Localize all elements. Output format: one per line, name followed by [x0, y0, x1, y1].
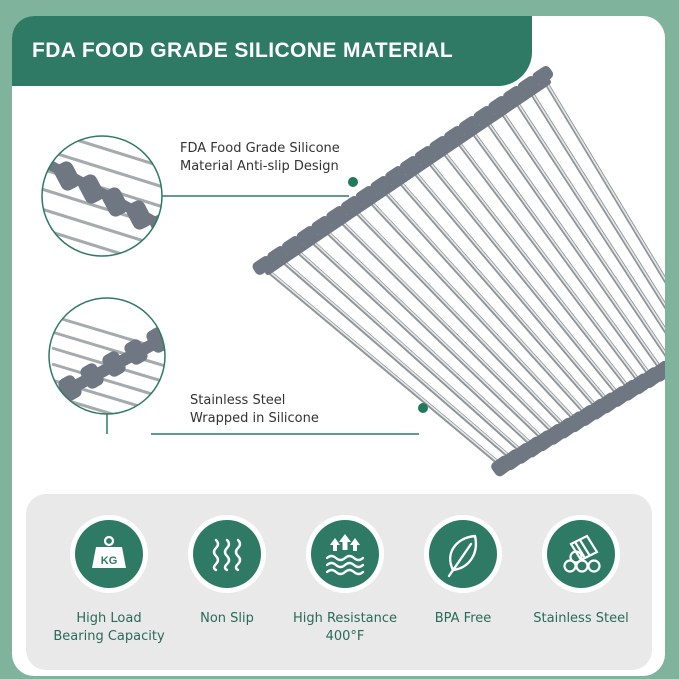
- zoom-rod: [51, 330, 165, 370]
- steel-rod-highlight: [526, 84, 665, 307]
- steel-rod: [525, 83, 665, 310]
- non-slip-waves-icon: [188, 515, 266, 593]
- steel-rod-highlight: [452, 134, 642, 384]
- zoom-rod: [42, 204, 162, 256]
- banner-title: FDA FOOD GRADE SILICONE MATERIAL: [32, 39, 454, 62]
- silicone-cap: [267, 245, 288, 265]
- zoom-steel-detail: [48, 297, 428, 435]
- callout-steel: Stainless Steel Wrapped in Silicone: [190, 392, 319, 428]
- steel-rod-highlight: [393, 174, 599, 410]
- feature-stainless-steel: Stainless Steel: [526, 494, 636, 670]
- silicone-cap: [296, 225, 318, 245]
- silicone-cap: [414, 145, 436, 165]
- steel-rod-highlight: [438, 144, 632, 391]
- silicone-cap: [488, 95, 509, 115]
- steel-rod-highlight: [334, 214, 557, 435]
- silicone-cap: [326, 205, 347, 225]
- silicone-cap: [340, 195, 362, 215]
- feature-label: High Resistance 400°F: [292, 611, 398, 644]
- feature-non-slip: Non Slip: [172, 494, 282, 670]
- callout-line: Material Anti-slip Design: [180, 159, 339, 174]
- steel-rod-highlight: [320, 224, 546, 441]
- roll-up-dish-rack: [252, 65, 665, 477]
- feature-label: High Load Bearing Capacity: [53, 611, 165, 644]
- zoom-cap: [126, 200, 152, 230]
- silicone-cap: [399, 155, 421, 175]
- steel-rod-highlight: [408, 164, 610, 403]
- steel-rod-highlight: [364, 194, 578, 422]
- feature-label: Non Slip: [200, 611, 254, 626]
- callout-dot: [418, 403, 428, 413]
- heat-resistance-icon: [306, 515, 384, 593]
- leaf-icon: [424, 515, 502, 593]
- zoom-rod: [42, 224, 162, 256]
- silicone-cap: [473, 105, 495, 125]
- steel-rod-highlight: [496, 104, 665, 354]
- silicone-cap: [252, 255, 274, 275]
- weight-kg-icon: KG: [70, 515, 148, 593]
- steel-rod-highlight: [467, 124, 653, 378]
- zoom-cap: [124, 339, 148, 365]
- steel-rods-icon: [542, 515, 620, 593]
- steel-rod-highlight: [290, 244, 525, 454]
- silicone-cap: [458, 115, 480, 135]
- zoom-rod: [42, 136, 162, 178]
- silicone-strip: [265, 79, 551, 275]
- callout-line: FDA Food Grade Silicone: [180, 141, 340, 156]
- silicone-cap: [651, 360, 665, 382]
- silicone-cap: [532, 65, 554, 85]
- header-banner: FDA FOOD GRADE SILICONE MATERIAL: [12, 16, 532, 86]
- callout-dot: [348, 177, 358, 187]
- product-card: FDA FOOD GRADE SILICONE MATERIAL: [12, 16, 665, 676]
- zoom-cap: [54, 161, 80, 191]
- steel-rod-highlight: [482, 114, 664, 372]
- silicone-cap: [444, 125, 465, 145]
- feature-high-resistance: High Resistance 400°F: [290, 494, 400, 670]
- silicone-cap: [355, 185, 377, 205]
- silicone-cap: [385, 165, 406, 185]
- steel-rod-highlight: [305, 234, 535, 448]
- steel-rod-highlight: [423, 154, 621, 397]
- steel-rod-highlight: [511, 94, 665, 331]
- steel-rod-highlight: [275, 254, 514, 460]
- feature-label: Stainless Steel: [533, 611, 629, 626]
- callout-line: Stainless Steel: [190, 393, 286, 408]
- silicone-cap: [429, 135, 450, 155]
- zoom-cap: [78, 174, 104, 204]
- product-illustration: [41, 65, 665, 477]
- steel-rod-highlight: [261, 264, 503, 467]
- svg-text:KG: KG: [101, 555, 118, 567]
- feature-bpa-free: BPA Free: [408, 494, 518, 670]
- callout-silicone: FDA Food Grade Silicone Material Anti-sl…: [180, 140, 340, 176]
- silicone-cap: [517, 75, 539, 95]
- silicone-cap: [503, 85, 524, 105]
- steel-rod-highlight: [541, 74, 665, 281]
- zoom-cap: [102, 351, 126, 377]
- zoom-cap: [80, 363, 104, 389]
- silicone-cap: [370, 175, 391, 195]
- zoom-cap: [102, 187, 128, 217]
- zoom-silicone-detail: [41, 135, 358, 257]
- silicone-cap: [311, 215, 333, 235]
- feature-load-capacity: KG High Load Bearing Capacity: [53, 494, 165, 670]
- features-panel: KG High Load Bearing Capacity Non Slip: [26, 494, 652, 670]
- steel-rod-highlight: [349, 204, 567, 429]
- feature-label: BPA Free: [434, 611, 492, 626]
- callout-line: Wrapped in Silicone: [190, 411, 319, 426]
- steel-rod-highlight: [379, 184, 589, 416]
- silicone-cap: [282, 235, 303, 255]
